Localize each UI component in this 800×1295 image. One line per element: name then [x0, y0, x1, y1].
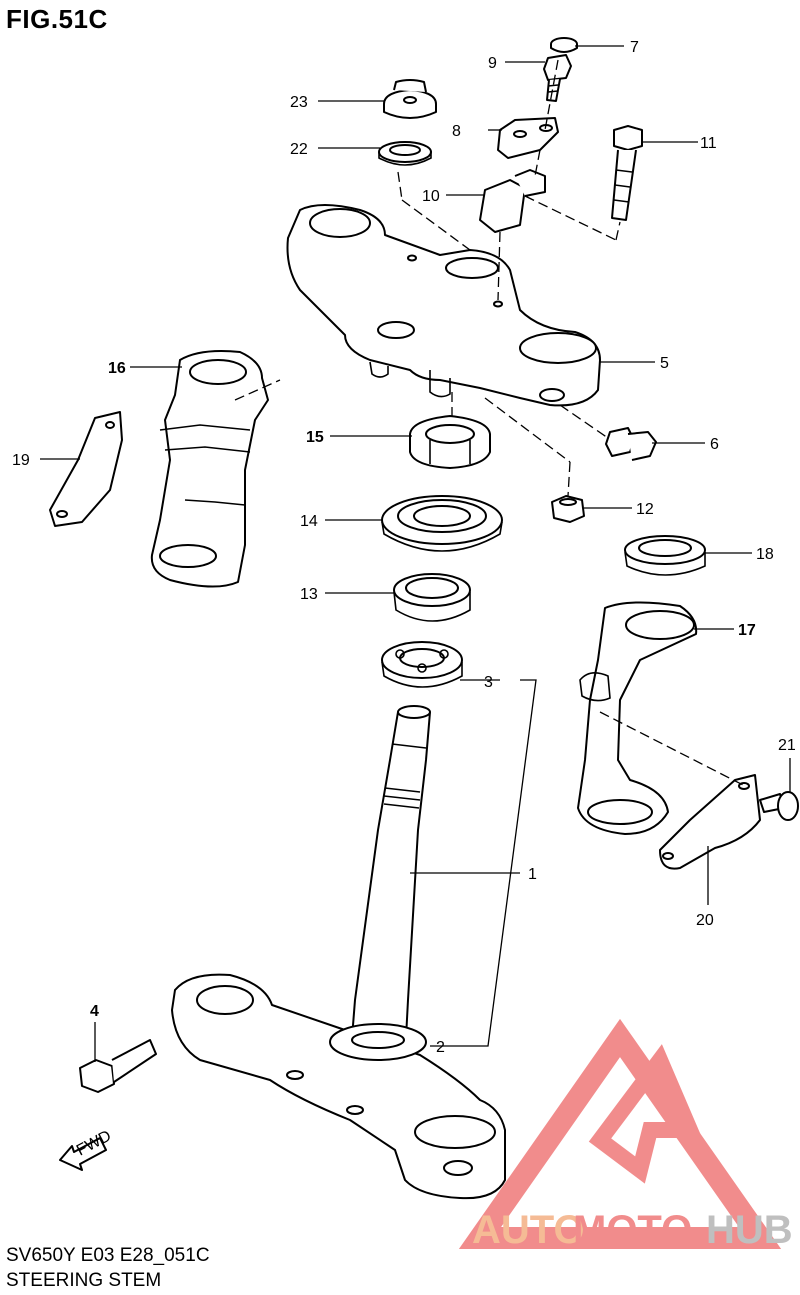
figure-title: FIG.51C: [6, 4, 108, 34]
part-6-bolt: [605, 427, 657, 461]
callout-14: 14: [300, 513, 318, 530]
part-20-bracket: [659, 774, 761, 870]
part-16-cover-left: [150, 350, 269, 588]
watermark-text-hub: HUB: [706, 1208, 793, 1252]
callout-15: 15: [306, 429, 324, 446]
callout-5: 5: [660, 355, 669, 372]
callout-20: 20: [696, 912, 714, 929]
part-14-dust-seal: [381, 495, 503, 552]
callout-4: 4: [90, 1003, 99, 1020]
callout-1: 1: [528, 866, 537, 883]
callout-2: 2: [436, 1039, 445, 1056]
callout-21: 21: [778, 737, 796, 754]
part-3-bearing: [381, 641, 463, 688]
leader-lines: [40, 45, 791, 1062]
part-10-handlebar-holder: [479, 169, 546, 233]
callout-22: 22: [290, 141, 308, 158]
callout-7: 7: [630, 39, 639, 56]
callout-18: 18: [756, 546, 774, 563]
watermark-logo: AUTO MOTO HUB: [458, 1018, 793, 1252]
part-19-bracket: [49, 411, 123, 527]
part-8-handlebar-clamp: [497, 117, 559, 159]
callout-19: 19: [12, 452, 30, 469]
callout-6: 6: [710, 436, 719, 453]
callout-16: 16: [108, 360, 126, 377]
callout-23: 23: [290, 94, 308, 111]
part-4-bolt: [79, 1039, 157, 1093]
callout-3: 3: [484, 674, 493, 691]
callout-10: 10: [422, 188, 440, 205]
part-1-steering-stem: [329, 705, 431, 1061]
part-21-screw: [759, 791, 799, 821]
callout-8: 8: [452, 123, 461, 140]
part-13-bearing-race: [393, 573, 471, 622]
part-5-upper-bracket: [286, 204, 601, 407]
part-12-nut: [551, 495, 585, 523]
callout-9: 9: [488, 55, 497, 72]
part-23-rubber-cap: [383, 79, 437, 119]
callout-13: 13: [300, 586, 318, 603]
forward-arrow-icon: FWD: [59, 1127, 114, 1171]
watermark-text-moto: MOTO: [573, 1208, 692, 1252]
figure-code: SV650Y E03 E28_051C: [6, 1245, 210, 1266]
callout-17: 17: [738, 622, 756, 639]
callout-12: 12: [636, 501, 654, 518]
watermark-text-auto: AUTO: [472, 1208, 585, 1252]
part-2-lower-bracket: [171, 973, 506, 1200]
assembly-lines: [234, 59, 746, 787]
part-17-cover-right: [577, 601, 698, 835]
callout-11: 11: [700, 135, 717, 152]
callout-numbers: 1 2 3 4 5 6 7 8 9 10 11 12 13 14 15 16 1…: [12, 39, 796, 1056]
figure-name: STEERING STEM: [6, 1270, 162, 1291]
part-11-bolt: [611, 125, 643, 221]
part-7-cap: [550, 37, 578, 53]
part-22-washer: [378, 141, 432, 166]
part-9-bolt: [543, 54, 572, 102]
part-15-steering-nut: [409, 415, 491, 469]
part-18-seal: [624, 535, 706, 576]
